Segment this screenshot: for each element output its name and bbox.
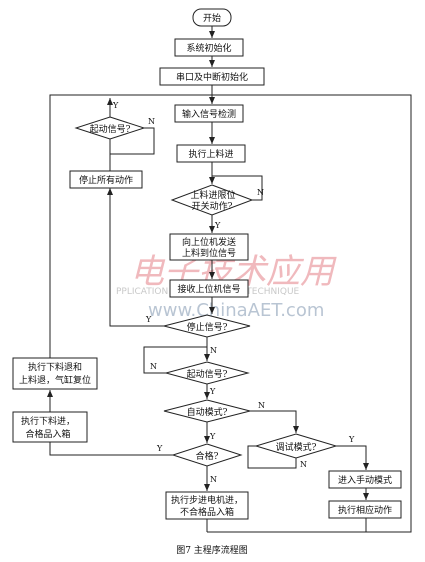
- start-signal-2-n: N: [150, 362, 157, 371]
- debug-mode-decision: 调试模式?: [254, 433, 338, 459]
- stop-all-label: 停止所有动作: [79, 174, 133, 186]
- receive-host-label: 接收上位机信号: [177, 283, 240, 295]
- manual-mode-label: 进入手动模式: [338, 474, 392, 486]
- stepper-label-1: 执行步进电机进，: [171, 494, 243, 506]
- exec-feed-label: 执行上料进: [188, 148, 233, 160]
- start-label: 开始: [203, 12, 221, 24]
- stepper-box: 执行步进电机进， 不合格品入箱: [165, 491, 249, 520]
- start-signal-1-y: Y: [112, 101, 119, 110]
- input-detect-box: 输入信号检测: [174, 104, 244, 123]
- exec-feed-box: 执行上料进: [176, 144, 246, 163]
- reset-label-1: 执行下料退和: [28, 361, 82, 373]
- receive-host-box: 接收上位机信号: [169, 279, 249, 298]
- start-terminal: 开始: [192, 8, 232, 27]
- start-signal-1-label: 起动信号?: [90, 123, 131, 135]
- system-init-label: 系统初始化: [186, 42, 231, 54]
- stop-all-box: 停止所有动作: [69, 170, 143, 189]
- exec-action-box: 执行相应动作: [328, 500, 402, 519]
- stop-signal-label: 停止信号?: [187, 321, 228, 333]
- send-host-label-1: 向上位机发送: [182, 236, 236, 248]
- start-signal-2-label: 起动信号?: [187, 368, 228, 380]
- stop-signal-y: Y: [145, 315, 152, 324]
- input-detect-label: 输入信号检测: [182, 108, 236, 120]
- debug-mode-n: N: [300, 460, 307, 469]
- serial-init-label: 串口及中断初始化: [176, 71, 248, 83]
- start-signal-1-decision: 起动信号?: [74, 116, 146, 140]
- debug-mode-label: 调试模式?: [276, 441, 317, 453]
- unload-label-2: 合格品入箱: [25, 428, 70, 440]
- feed-limit-label-1: 上料进限位: [190, 189, 235, 201]
- unload-label-1: 执行下料进，: [21, 415, 75, 427]
- stepper-label-2: 不合格品入箱: [180, 506, 234, 518]
- auto-mode-decision: 自动模式?: [163, 399, 251, 423]
- feed-limit-n: N: [257, 188, 264, 197]
- stop-signal-decision: 停止信号?: [163, 314, 251, 338]
- auto-mode-label: 自动模式?: [187, 406, 228, 418]
- watermark-url: www.ChinaAET.com: [148, 300, 324, 321]
- qualified-decision: 合格?: [171, 443, 243, 467]
- start-signal-1-n: N: [148, 117, 155, 126]
- feed-limit-label-2: 开关动作?: [192, 200, 233, 212]
- qualified-label: 合格?: [196, 450, 219, 462]
- auto-mode-n: N: [258, 401, 265, 410]
- qualified-n: N: [210, 475, 217, 484]
- auto-mode-y: Y: [209, 432, 216, 441]
- stop-signal-n: N: [210, 346, 217, 355]
- send-host-box: 向上位机发送 上料到位信号: [169, 233, 249, 261]
- send-host-label-2: 上料到位信号: [182, 247, 236, 259]
- system-init-box: 系统初始化: [174, 38, 244, 57]
- feed-limit-decision: 上料进限位 开关动作?: [170, 184, 254, 216]
- feed-limit-y: Y: [214, 221, 221, 230]
- start-signal-2-decision: 起动信号?: [164, 361, 250, 385]
- reset-label-2: 上料退，气缸复位: [19, 374, 91, 386]
- qualified-y: Y: [156, 444, 163, 453]
- unload-box: 执行下料进， 合格品入箱: [12, 411, 88, 443]
- manual-mode-box: 进入手动模式: [328, 470, 402, 489]
- figure-caption: 图7 主程序流程图: [176, 544, 248, 556]
- reset-box: 执行下料退和 上料退，气缸复位: [12, 357, 98, 390]
- main-loop-line: [49, 94, 412, 533]
- serial-init-box: 串口及中断初始化: [159, 67, 265, 86]
- exec-action-label: 执行相应动作: [338, 504, 392, 516]
- start-signal-2-y: Y: [209, 387, 216, 396]
- debug-mode-y: Y: [348, 435, 355, 444]
